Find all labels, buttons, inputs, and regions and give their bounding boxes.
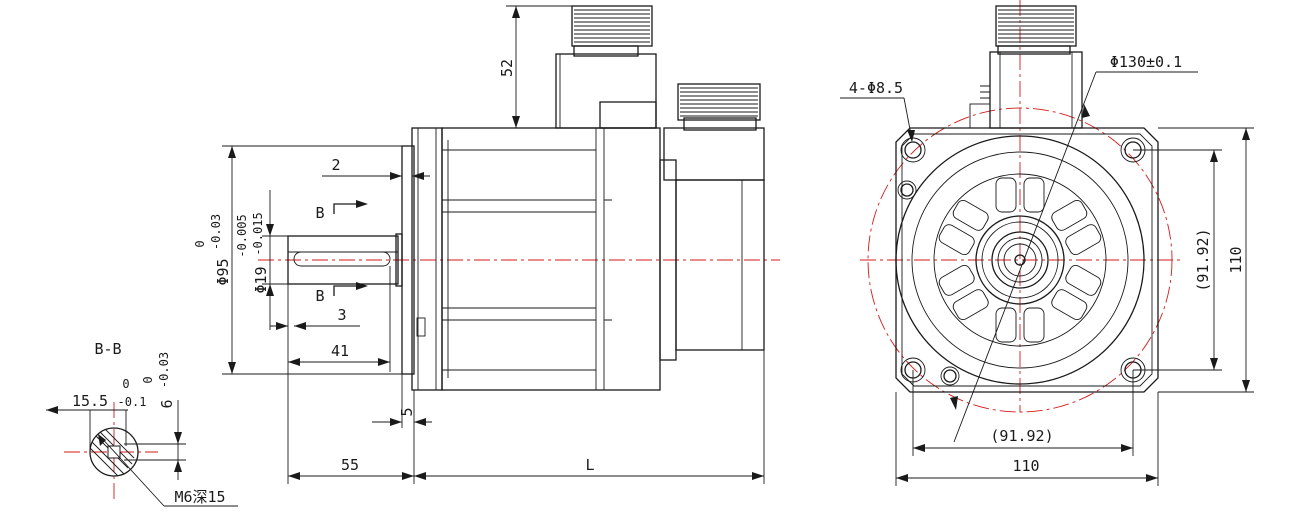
dim-5-label: 5	[398, 407, 416, 416]
dim-flange-thickness: 5	[372, 374, 432, 428]
dim-pcd-label: Φ130±0.1	[1110, 53, 1182, 71]
section-view: B-B 6 0 -0.03 15.5 0 -0.1 M6深15	[46, 340, 238, 507]
dim-holes: 4-Φ8.5	[840, 79, 915, 142]
dim-key-length: 41	[287, 266, 391, 372]
motor-body	[441, 127, 661, 391]
dim-key-width-label: 6	[158, 399, 176, 408]
power-connector	[555, 5, 657, 129]
encoder-housing	[659, 127, 765, 361]
front-view: Φ130±0.1 4-Φ8.5 (91.92) 110	[840, 0, 1254, 486]
dim-41-label: 41	[331, 342, 349, 360]
encoder-connector	[677, 83, 761, 131]
dim-55-label: 55	[341, 456, 359, 474]
dim-phi19-tol-upper: -0.005	[235, 214, 249, 257]
dim-key-depth-tol-upper: 0	[122, 377, 129, 391]
dim-key-offset: 3	[270, 306, 360, 330]
cooling-pockets	[938, 177, 1102, 343]
square-flange	[895, 127, 1159, 393]
side-view: 52 2 B B Φ95 0 -0.03	[193, 5, 780, 484]
dim-square-v-label: 110	[1227, 246, 1245, 273]
dim-phi19-label: Φ19	[252, 266, 270, 293]
section-marks: B B	[315, 200, 368, 305]
dim-square-h-label: 110	[1012, 457, 1039, 475]
dim-hole-spacing-v-label: (91.92)	[1194, 228, 1212, 291]
dim-flange-step: 2	[322, 156, 430, 180]
dim-horizontal: (91.92) 110	[895, 370, 1159, 486]
hub	[975, 215, 1065, 305]
dim-L-label: L	[585, 456, 594, 474]
dim-vertical: (91.92) 110	[1133, 127, 1254, 393]
dim-key-depth-label: 15.5	[72, 392, 108, 410]
dim-shaft-diameter: Φ19 -0.005 -0.015	[235, 190, 288, 330]
dim-tap-label: M6深15	[174, 488, 225, 506]
dim-key-depth-tol-lower: -0.1	[118, 395, 147, 409]
dim-3-label: 3	[337, 306, 346, 324]
dim-phi19-tol-lower: -0.015	[251, 212, 265, 255]
section-label: B-B	[94, 340, 121, 358]
flange	[401, 127, 443, 391]
dim-2-label: 2	[331, 156, 340, 174]
dim-flange-diameter: Φ95 0 -0.03	[193, 145, 402, 375]
dim-52-label: 52	[498, 59, 516, 77]
dim-length-row: 55 L	[287, 350, 765, 484]
dim-hole-spacing-h-label: (91.92)	[990, 427, 1053, 445]
dim-phi95-label: Φ95	[214, 258, 232, 285]
shaft	[287, 233, 403, 287]
dim-pcd: Φ130±0.1	[950, 53, 1198, 443]
dim-phi95-tol-upper: 0	[193, 240, 207, 247]
front-connector	[969, 5, 1083, 129]
section-mark-top: B	[315, 204, 324, 222]
section-mark-bottom: B	[315, 287, 324, 305]
dim-key-width-tol-lower: -0.03	[157, 352, 171, 388]
dim-phi95-tol-lower: -0.03	[209, 214, 223, 250]
dim-holes-label: 4-Φ8.5	[849, 79, 903, 97]
dim-connector-height: 52	[498, 5, 572, 129]
dim-key-width-tol-upper: 0	[141, 376, 155, 383]
